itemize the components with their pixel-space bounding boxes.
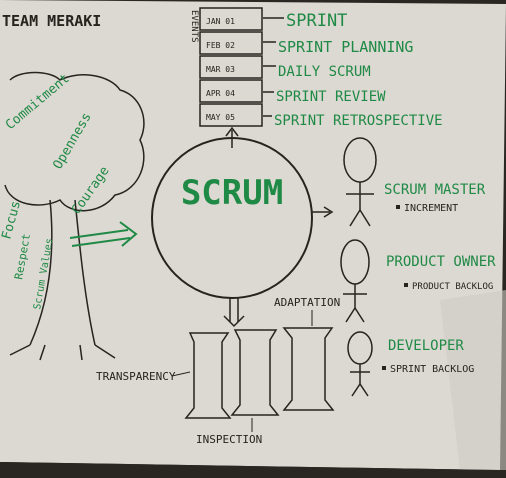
bullet bbox=[404, 283, 408, 287]
scrum-label: SCRUM bbox=[181, 173, 283, 213]
role-name: SCRUM MASTER bbox=[384, 182, 486, 198]
event-date: JAN 01 bbox=[206, 17, 235, 26]
role-name: PRODUCT OWNER bbox=[386, 254, 496, 270]
event-date: FEB 02 bbox=[206, 41, 235, 50]
role-artifact: INCREMENT bbox=[404, 203, 458, 214]
pillar-transparency: TRANSPARENCY bbox=[96, 370, 176, 383]
event-label: SPRINT REVIEW bbox=[276, 89, 386, 105]
event-label: SPRINT RETROSPECTIVE bbox=[274, 113, 443, 129]
event-date: MAY 05 bbox=[206, 113, 235, 122]
event-date: APR 04 bbox=[206, 89, 235, 98]
team-title: TEAM MERAKI bbox=[2, 12, 101, 30]
events-label: EVENTS bbox=[189, 10, 199, 43]
pillar-adaptation: ADAPTATION bbox=[274, 296, 340, 309]
event-label: SPRINT bbox=[286, 11, 347, 31]
event-label: SPRINT PLANNING bbox=[278, 38, 413, 56]
event-date: MAR 03 bbox=[206, 65, 235, 74]
role-name: DEVELOPER bbox=[388, 338, 464, 354]
role-artifact: PRODUCT BACKLOG bbox=[412, 282, 493, 292]
pillar-inspection: INSPECTION bbox=[196, 433, 262, 446]
bullet bbox=[396, 205, 400, 209]
role-artifact: SPRINT BACKLOG bbox=[390, 364, 474, 375]
bullet bbox=[382, 366, 386, 370]
event-label: DAILY SCRUM bbox=[278, 64, 371, 80]
